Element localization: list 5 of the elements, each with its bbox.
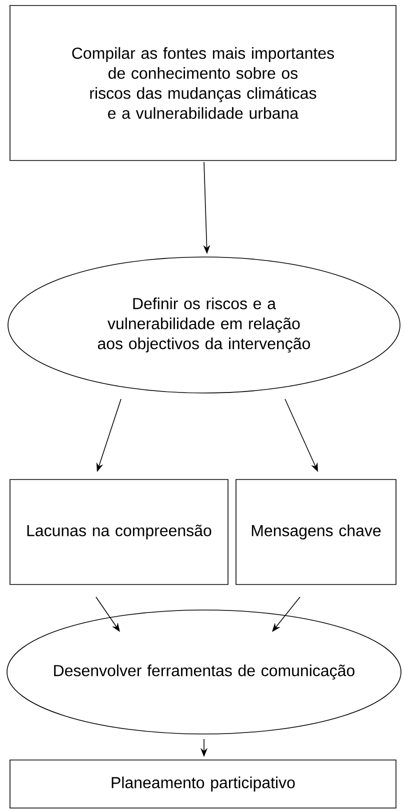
process-box: Planeamento participativo	[10, 760, 396, 808]
process-box: Mensagens chave	[236, 479, 396, 585]
process-box: Compilar as fontes mais importantes de conhecimento sobre os riscos das mudanças climáticas e a vulnerabilidade urbana	[10, 5, 396, 161]
process-box: Lacunas na compreensão	[10, 479, 228, 585]
arrow	[272, 596, 300, 632]
